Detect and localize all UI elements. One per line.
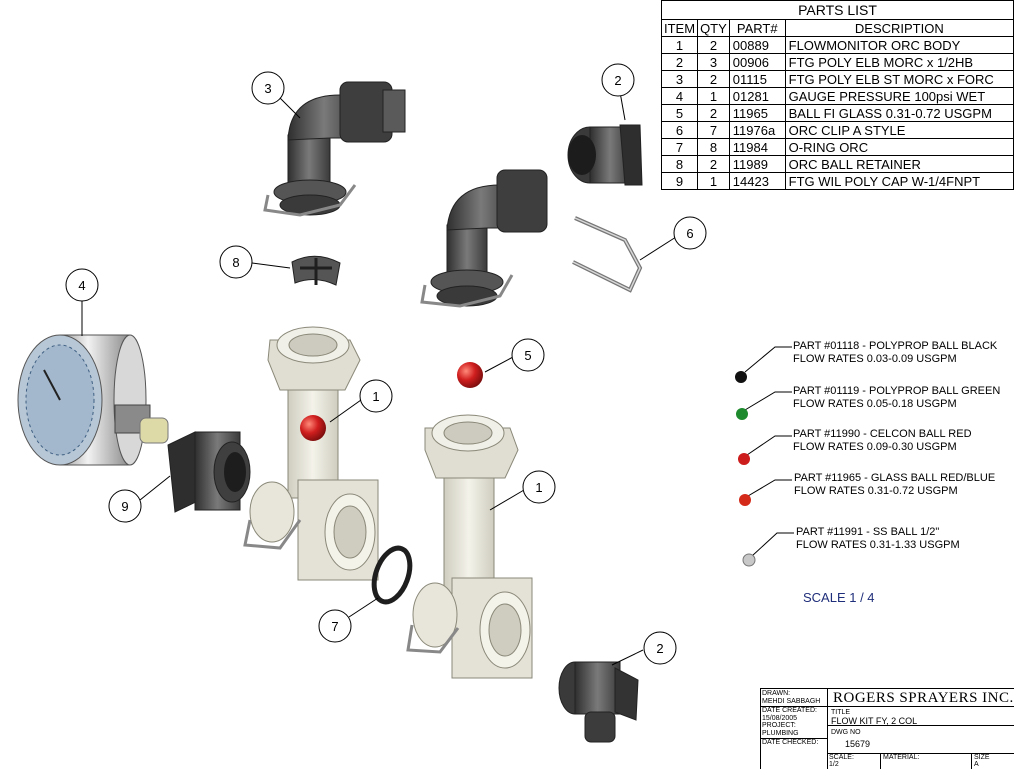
balloon-label: 7 — [331, 619, 338, 634]
size-label: SIZE — [974, 754, 990, 761]
part-2-elbow-hose-barb-bottom — [558, 661, 639, 743]
balloon-label: 5 — [524, 348, 531, 363]
balloon-item-7: 7 — [318, 609, 352, 643]
balloon-item-6: 6 — [673, 216, 707, 250]
scale-field-label: SCALE: — [829, 754, 854, 761]
drawn-by: MEHDI SABBAGH — [762, 698, 821, 705]
project-value: PLUMBING — [762, 730, 799, 737]
header-part: PART# — [728, 19, 786, 37]
header-description: DESCRIPTION — [784, 19, 1014, 37]
part-1-flowmonitor-body-left — [243, 326, 379, 581]
date-checked-label: DATE CHECKED: — [762, 739, 819, 746]
company-name: ROGERS SPRAYERS INC. — [833, 690, 1014, 706]
date-created: 15/08/2005 — [762, 715, 798, 722]
part-1-flowmonitor-body-right — [406, 414, 533, 679]
ball-green-sample — [736, 408, 748, 420]
title-label: TITLE — [831, 709, 851, 716]
balloon-item-1b: 1 — [522, 470, 556, 504]
date-created-label: DATE CREATED: — [762, 707, 817, 714]
balloon-item-2: 2 — [601, 63, 635, 97]
part-4-pressure-gauge — [17, 334, 169, 466]
balloon-label: 2 — [656, 641, 663, 656]
size-value: A — [974, 761, 979, 768]
part-3-elbow-fitting-second — [420, 169, 548, 308]
parts-list-title: PARTS LIST — [661, 0, 1014, 20]
project-label: PROJECT: — [762, 722, 796, 729]
ball-black-sample — [735, 371, 747, 383]
balloon-label: 4 — [78, 278, 85, 293]
ball-samples — [735, 371, 756, 567]
part-6-orc-clip — [572, 216, 643, 293]
header-item: ITEM — [660, 19, 699, 37]
balloon-label: 9 — [121, 499, 128, 514]
part-3-elbow-fitting — [263, 81, 406, 217]
part-8-ball-retainer — [291, 255, 341, 286]
balloon-item-2b: 2 — [643, 631, 677, 665]
scale-field-value: 1/2 — [829, 761, 839, 768]
balloon-item-1: 1 — [359, 379, 393, 413]
drawing-scale: SCALE 1 / 4 — [803, 590, 875, 605]
balloon-leaders — [81, 91, 677, 666]
balloon-item-3: 3 — [251, 71, 285, 105]
material-label: MATERIAL: — [883, 754, 920, 761]
balloon-label: 3 — [264, 81, 271, 96]
balloon-item-8: 8 — [219, 245, 253, 279]
balloon-item-5: 5 — [511, 338, 545, 372]
part-9-poly-cap — [167, 431, 251, 513]
part-5-glass-ball — [457, 362, 483, 388]
balloon-label: 8 — [232, 255, 239, 270]
balloon-item-4: 4 — [65, 268, 99, 302]
balloon-label: 1 — [535, 480, 542, 495]
dwg-no: 15679 — [845, 739, 871, 749]
drawn-label: DRAWN: — [762, 690, 791, 697]
part-2-elbow-hose-barb-top — [567, 124, 643, 186]
balloon-label: 6 — [686, 226, 693, 241]
header-qty: QTY — [697, 19, 730, 37]
drawing-title: FLOW KIT FY, 2 COL — [831, 716, 918, 726]
ball-note-leaders — [744, 346, 794, 557]
ball-ss-sample — [742, 553, 756, 567]
balloon-label: 2 — [614, 73, 621, 88]
title-block: ROGERS SPRAYERS INC. DRAWN: MEHDI SABBAG… — [760, 688, 1014, 769]
part-7-o-ring — [371, 545, 413, 605]
balloon-item-9: 9 — [108, 489, 142, 523]
ball-red-celcon-sample — [738, 453, 750, 465]
balloon-group: 3 2 6 8 4 5 1 1 9 7 2 — [65, 63, 707, 665]
ball-red-glass-sample — [739, 494, 751, 506]
dwg-no-label: DWG NO — [831, 729, 861, 736]
ball-note-ss: PART #11991 - SS BALL 1/2"FLOW RATES 0.3… — [796, 526, 960, 551]
balloon-label: 1 — [372, 389, 379, 404]
